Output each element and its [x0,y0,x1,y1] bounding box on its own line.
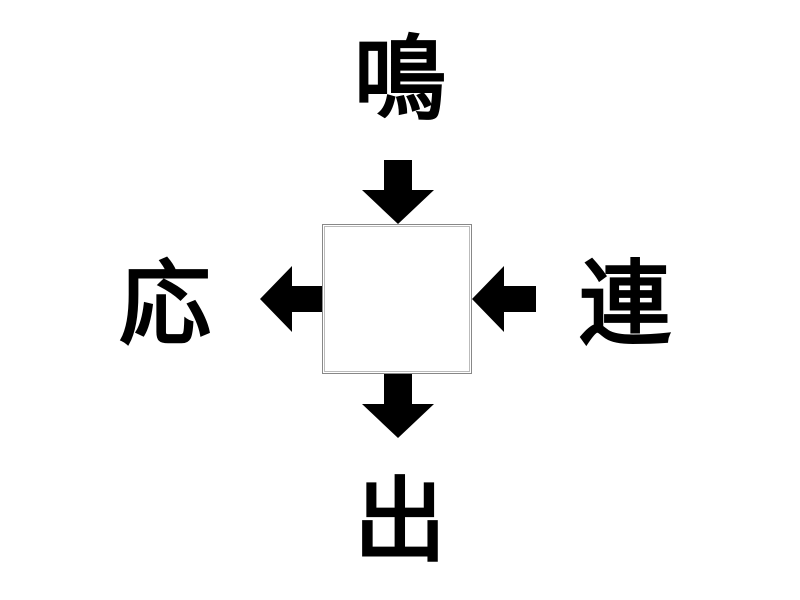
answer-box[interactable] [322,224,472,374]
top-kanji: 鳴 [353,26,446,133]
arrow-left-icon [260,266,324,332]
arrow-right-icon [472,266,536,332]
arrow-down-icon [362,160,434,224]
right-kanji: 連 [578,251,671,358]
left-kanji: 応 [118,251,211,358]
arrow-down-icon [362,374,434,438]
bottom-kanji: 出 [353,468,446,575]
